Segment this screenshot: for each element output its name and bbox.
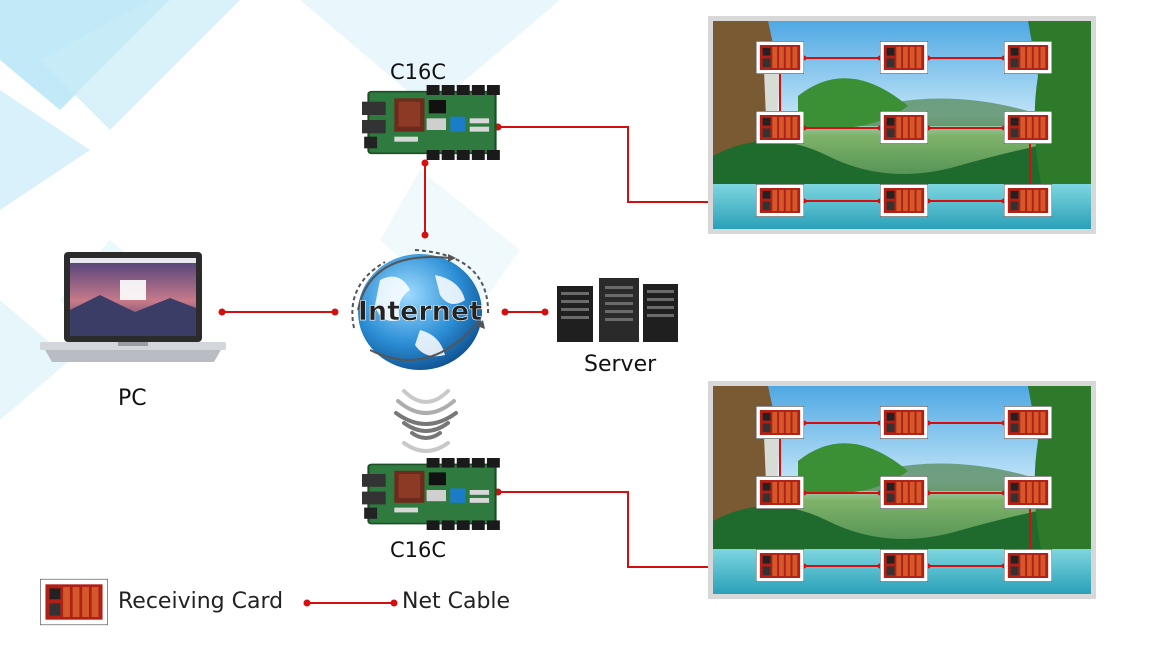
receiving-card — [1004, 549, 1052, 582]
receiving-card — [880, 41, 928, 74]
receiving-card — [1004, 406, 1052, 439]
receiving-card — [880, 549, 928, 582]
controller-board-top — [362, 85, 502, 160]
cable-controller-top-to-screen — [498, 126, 712, 203]
wireless-signal-icon — [394, 389, 458, 453]
controller-top-label: C16C — [390, 60, 447, 84]
controller-bottom-label: C16C — [390, 538, 447, 562]
receiving-card-grid-bottom — [756, 406, 1052, 582]
legend-net-cable-label: Net Cable — [402, 589, 511, 614]
led-screen-bottom — [708, 381, 1096, 599]
pc-label: PC — [118, 386, 147, 411]
cable-controller-bottom-to-screen — [498, 491, 712, 568]
controller-board-bottom — [362, 458, 502, 530]
receiving-card — [756, 549, 804, 582]
receiving-card — [1004, 41, 1052, 74]
receiving-card — [1004, 476, 1052, 509]
receiving-card — [880, 406, 928, 439]
server-label: Server — [584, 352, 657, 377]
internet-label: Internet — [358, 296, 482, 327]
receiving-card — [880, 184, 928, 217]
receiving-card — [1004, 111, 1052, 144]
receiving-card — [756, 111, 804, 144]
led-screen-top — [708, 16, 1096, 234]
receiving-card — [880, 111, 928, 144]
pc-laptop-icon — [40, 252, 226, 362]
legend: Receiving Card Net Cable — [40, 578, 720, 628]
receiving-card — [756, 41, 804, 74]
receiving-card-grid-top — [756, 41, 1052, 217]
server-icon — [557, 278, 678, 342]
receiving-card — [756, 406, 804, 439]
receiving-card — [1004, 184, 1052, 217]
receiving-card-legend-icon — [40, 578, 108, 626]
receiving-card — [756, 184, 804, 217]
receiving-card — [880, 476, 928, 509]
receiving-card — [756, 476, 804, 509]
legend-receiving-card-label: Receiving Card — [118, 589, 284, 614]
internet-globe: Internet — [351, 249, 490, 370]
